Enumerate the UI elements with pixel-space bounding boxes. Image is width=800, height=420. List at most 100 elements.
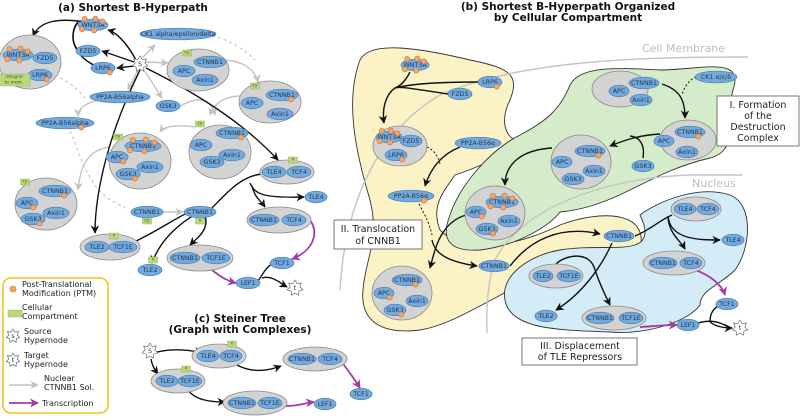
protein-node[interactable]: TLE4 <box>261 165 287 179</box>
protein-node[interactable]: CTNNB1 <box>38 184 72 199</box>
protein-node[interactable]: TCF1 <box>269 256 295 270</box>
protein-node[interactable]: Axin1 <box>136 160 164 174</box>
protein-node[interactable]: WNT3A <box>400 55 430 74</box>
protein-node[interactable]: FZD5 <box>32 51 58 65</box>
protein-node[interactable]: CTNNB1 <box>574 144 606 159</box>
protein-node[interactable]: Axin1 <box>675 145 699 159</box>
protein-node[interactable]: Axin1 <box>582 164 606 178</box>
protein-node[interactable]: FZD5 <box>447 87 473 101</box>
protein-node[interactable]: GSK3 <box>475 222 499 237</box>
protein-node[interactable]: APC <box>172 64 196 78</box>
protein-node[interactable]: APC <box>465 205 487 220</box>
protein-node[interactable]: CTNNB1 <box>585 311 615 325</box>
protein-node[interactable]: CTNNB1 <box>628 76 660 90</box>
protein-node[interactable]: CK1 alpha/epsilon/delta <box>139 27 217 41</box>
protein-node[interactable]: TLE2 <box>534 309 558 323</box>
protein-node[interactable]: PP2A-B56alpha <box>35 116 95 131</box>
protein-node[interactable]: TLE4 <box>196 349 220 363</box>
protein-node[interactable]: TCF4 <box>219 349 243 363</box>
protein-node[interactable]: TLE2 <box>137 263 163 277</box>
protein-node[interactable]: TCF4 <box>317 352 343 366</box>
protein-node[interactable]: LEF1 <box>676 318 700 332</box>
protein-node[interactable]: TLE2 <box>532 269 554 283</box>
protein-node[interactable]: CTNNB1 <box>478 259 510 273</box>
protein-node[interactable]: GSK3 <box>115 167 141 182</box>
protein-node[interactable]: TCF4 <box>696 202 720 216</box>
protein-node[interactable]: TCF4 <box>286 165 312 179</box>
source-hypernode[interactable]: S <box>131 55 149 72</box>
protein-node[interactable]: WNT3A <box>2 45 34 64</box>
protein-node[interactable]: FZD5 <box>75 44 101 58</box>
protein-node[interactable]: TCF1E <box>201 251 231 265</box>
protein-node[interactable]: CTNNB1 <box>215 126 249 141</box>
protein-node[interactable]: TCF1E <box>618 311 644 325</box>
protein-node[interactable]: APC <box>608 84 630 98</box>
protein-node[interactable]: CTNNB1 <box>193 55 227 69</box>
protein-node[interactable]: Axin1 <box>191 73 219 87</box>
protein-node[interactable]: APC <box>15 196 39 211</box>
protein-node[interactable]: GSK3 <box>199 155 225 169</box>
protein-node[interactable]: TLE4 <box>304 190 328 204</box>
protein-node[interactable]: CTNNB1 <box>248 213 280 227</box>
protein-node[interactable]: TCF1 <box>349 387 373 401</box>
protein-node[interactable]: CTNNB1 <box>603 229 635 243</box>
protein-node[interactable]: APC <box>240 96 264 110</box>
protein-node[interactable]: GSK3 <box>561 172 585 186</box>
protein-node[interactable]: LRP6 <box>90 61 116 76</box>
protein-node[interactable]: GSK3 <box>631 159 655 173</box>
protein-node[interactable]: CK1 α/ε/δ <box>694 70 738 84</box>
source-hypernode[interactable]: S <box>141 342 159 359</box>
protein-node[interactable]: PP2A-B56α <box>454 136 502 150</box>
protein-node[interactable]: Axin1 <box>266 107 294 121</box>
protein-node[interactable]: PP2A-B56alpha <box>89 90 151 104</box>
protein-node[interactable]: Axin1 <box>218 148 246 162</box>
protein-node[interactable]: TCF1E <box>257 396 283 410</box>
protein-node[interactable]: GSK3 <box>155 99 181 113</box>
protein-node[interactable]: CTNNB1 <box>485 192 519 211</box>
protein-node[interactable]: CTNNB1 <box>391 273 423 288</box>
protein-node[interactable]: APC <box>189 138 213 152</box>
protein-node[interactable]: WNT3A <box>77 15 109 34</box>
protein-node[interactable]: LRP6 <box>477 75 503 90</box>
protein-node[interactable]: LEF1 <box>235 276 261 290</box>
protein-node[interactable]: CTNNB1 <box>287 352 317 366</box>
protein-node[interactable]: TCF1E <box>177 374 203 388</box>
protein-node[interactable]: Axin1 <box>42 206 70 220</box>
protein-node[interactable]: GSK3 <box>383 303 407 318</box>
protein-node[interactable]: APC <box>653 134 675 148</box>
protein-node[interactable]: Axin1 <box>629 93 653 107</box>
protein-node[interactable]: TCF1E <box>556 269 582 283</box>
protein-node[interactable]: LRP6 <box>27 68 53 83</box>
protein-node[interactable]: CTNNB1 <box>124 136 162 155</box>
protein-node[interactable]: LRP6 <box>384 148 408 163</box>
target-hypernode[interactable]: t <box>286 279 304 296</box>
protein-node[interactable]: Axin1 <box>405 294 429 308</box>
protein-node[interactable]: APC <box>105 150 129 165</box>
protein-node[interactable]: FZD5 <box>399 134 423 148</box>
protein-node[interactable]: GSK3 <box>20 212 46 227</box>
protein-node[interactable]: TLE4 <box>673 202 697 216</box>
protein-node[interactable]: TCF4 <box>281 213 307 227</box>
protein-node[interactable]: WNT3A <box>375 127 403 146</box>
protein-node[interactable]: TCF1 <box>715 297 739 311</box>
protein-node[interactable]: APC <box>551 155 573 169</box>
protein-node[interactable]: CTNNB1 <box>648 256 678 270</box>
